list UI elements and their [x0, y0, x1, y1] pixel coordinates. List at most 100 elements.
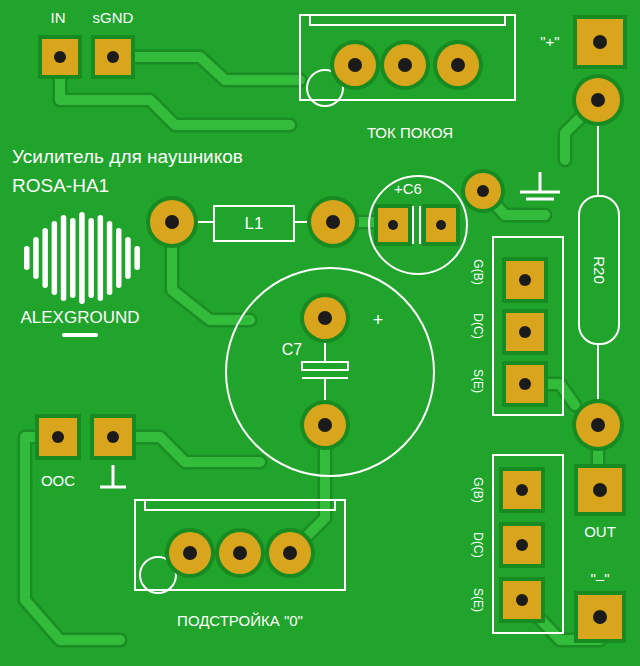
drill-hole [165, 215, 179, 229]
pad-clearance [215, 528, 265, 578]
drill-hole [516, 539, 528, 551]
copper-pad [378, 208, 408, 242]
pad-clearance [574, 591, 626, 643]
silkscreen-outline [493, 455, 563, 633]
logo-bars [24, 246, 30, 270]
drill-hole [516, 484, 528, 496]
silkscreen-outline [310, 15, 505, 25]
pad-clearance [573, 15, 627, 69]
copper-pad [503, 581, 541, 619]
pad-clearance [380, 40, 430, 90]
pad-clearance [300, 400, 350, 450]
silkscreen-outline [493, 237, 563, 415]
pin-label: S(E) [472, 586, 485, 614]
drill-hole [593, 610, 607, 624]
copper-pad [311, 200, 355, 244]
pad-clearance [433, 40, 483, 90]
pad-clearance [574, 464, 626, 516]
copper-pad [503, 526, 541, 564]
silkscreen-outline [324, 378, 326, 403]
pad-clearance [461, 169, 505, 213]
drill-hole [516, 594, 528, 606]
pin-label: S(E) [472, 367, 485, 395]
polarity-label: "+" [538, 34, 561, 50]
part-name: C7 [282, 342, 302, 359]
copper-pad [39, 418, 77, 456]
drill-hole [593, 35, 607, 49]
copper-pad [437, 44, 479, 86]
copper-pad [576, 403, 620, 447]
drill-hole [318, 418, 332, 432]
silkscreen-outline [597, 122, 599, 195]
copper-pad [426, 208, 456, 242]
logo-bars [42, 228, 48, 288]
drill-hole [348, 58, 362, 72]
drill-hole [52, 35, 607, 624]
inductor-body: L1 [213, 205, 295, 242]
pad-clearance [146, 196, 198, 248]
logo-bars [70, 218, 76, 298]
drill-hole [591, 418, 605, 432]
logo-bars [125, 237, 131, 279]
output-label: OUT [582, 524, 618, 540]
capacitor-outline: C7 + [225, 267, 435, 477]
copper-pad [304, 404, 346, 446]
copper-pad [576, 78, 620, 122]
pin-label: G(B) [472, 475, 485, 504]
pad-clearance [422, 204, 460, 246]
drill-hole [107, 431, 119, 443]
outline-circle [226, 268, 434, 476]
copper-pad [304, 297, 346, 339]
drill-hole [283, 546, 297, 560]
logo-bars [88, 218, 94, 298]
pad-clearance [35, 414, 81, 460]
copper-pad [506, 261, 544, 299]
logo-text: ALEXGROUND [18, 309, 141, 327]
pad-clearance [374, 204, 412, 246]
logo-bars [134, 246, 140, 270]
drill-hole [107, 51, 119, 63]
logo-bars [107, 221, 113, 295]
copper-pad [506, 313, 544, 351]
silkscreen-outline [302, 362, 348, 370]
pad-clearance [300, 293, 350, 343]
pin-label: IN [49, 10, 68, 26]
copper-trace [25, 57, 600, 640]
drill-hole [593, 483, 607, 497]
copper-trace-edge [113, 57, 300, 80]
drill-hole [451, 58, 465, 72]
copper-pad [577, 19, 623, 65]
logo-bars [52, 221, 58, 295]
connector-label: ТОК ПОКОЯ [365, 125, 455, 141]
copper-pad [506, 365, 544, 403]
outline-circle [369, 176, 467, 274]
copper-pad [39, 19, 623, 639]
pad-clearance [91, 35, 135, 79]
drill-hole [519, 326, 531, 338]
copper-pad [95, 39, 131, 75]
copper-pad [219, 532, 261, 574]
copper-trace-edge [25, 437, 120, 640]
part-name: R20 [591, 256, 607, 284]
copper-pad [94, 418, 132, 456]
drill-hole [519, 378, 531, 390]
polarity-mark: + [373, 311, 384, 330]
ground-symbol [526, 198, 554, 201]
pad-clearance [572, 399, 624, 451]
pin-label: sGND [91, 10, 136, 26]
ground-symbol [112, 465, 115, 487]
board-name: ROSA-HA1 [10, 176, 111, 196]
ground-symbol [100, 486, 126, 489]
copper-pad [169, 532, 211, 574]
pad-clearance [38, 35, 82, 79]
pad-clearance [307, 196, 359, 248]
drill-hole [183, 546, 197, 560]
drill-hole [398, 58, 412, 72]
drill-hole [52, 431, 64, 443]
drill-hole [436, 220, 446, 230]
silkscreen-outline [145, 500, 335, 510]
pad-clearance [90, 414, 136, 460]
drill-hole [477, 185, 489, 197]
pad-clearance [502, 257, 548, 303]
